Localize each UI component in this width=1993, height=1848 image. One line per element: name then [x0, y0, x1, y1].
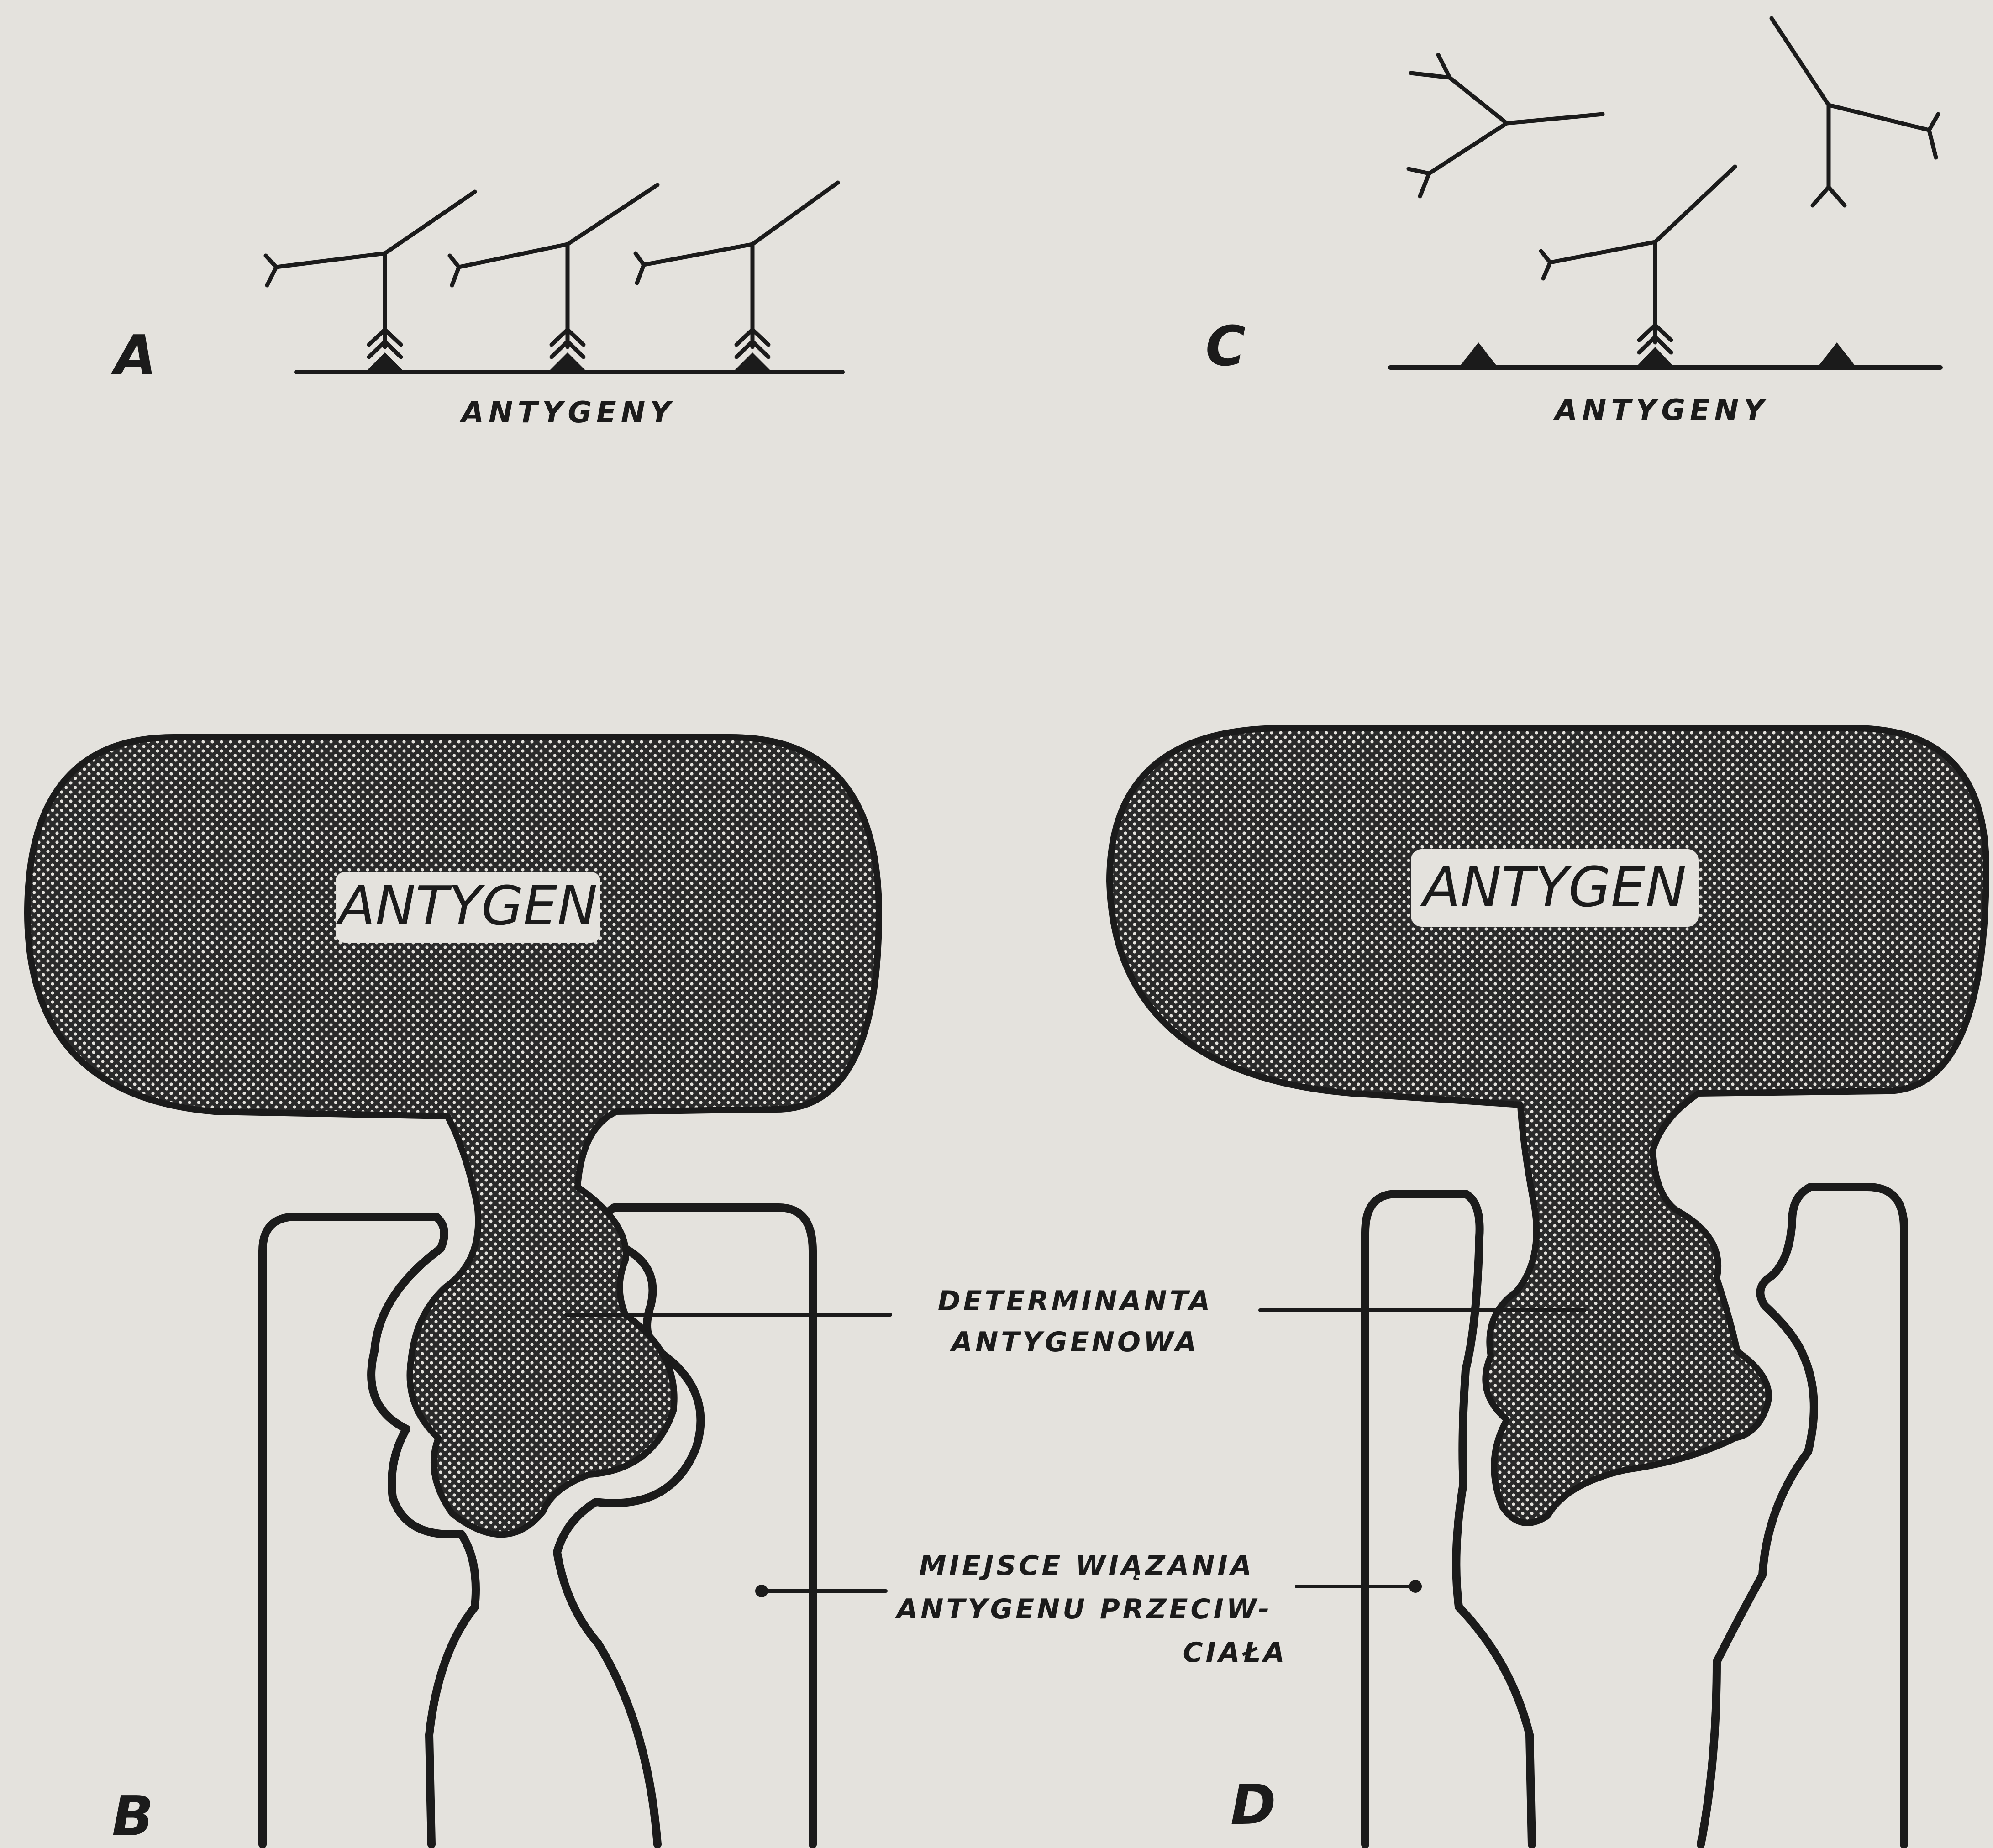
panel-c: C — [1205, 18, 1940, 427]
binding-site-label-line-2: ANTYGENU PRZECIW- — [895, 1593, 1273, 1625]
panel-d-antigen-shape — [1110, 728, 1986, 1523]
binding-site-right-wall — [1701, 1187, 1904, 1844]
panel-b-antigen-label: ANTYGEN — [335, 874, 597, 937]
panel-d-letter: D — [1231, 1774, 1276, 1837]
binding-site-callout: MIEJSCE WIĄZANIA ANTYGENU PRZECIW- CIAŁA — [755, 1550, 1422, 1669]
panel-a-letter: A — [110, 324, 157, 388]
binding-site-pointer-left-head — [755, 1585, 768, 1597]
panel-c-letter: C — [1205, 315, 1246, 378]
determinant-label-line-2: ANTYGENOWA — [950, 1326, 1199, 1358]
antibody-y-shape — [636, 183, 838, 357]
panel-b: ANTYGEN B — [27, 737, 879, 1848]
panel-a: A — [110, 183, 842, 430]
panel-a-antibodies — [266, 183, 838, 357]
panel-d: ANTYGEN D — [1110, 728, 1986, 1844]
binding-site-pointer-right-head — [1409, 1580, 1422, 1593]
free-antibody — [1772, 18, 1938, 205]
antibody-y-shape — [450, 185, 657, 357]
binding-site-label-line-1: MIEJSCE WIĄZANIA — [919, 1550, 1254, 1582]
binding-site-left-wall — [1365, 1194, 1532, 1844]
panel-a-surface-label: ANTYGENY — [459, 396, 675, 430]
free-antibody — [1409, 55, 1603, 196]
panel-c-antibodies — [1409, 18, 1938, 352]
determinant-label-line-1: DETERMINANTA — [938, 1285, 1213, 1317]
panel-b-antigen-shape — [27, 737, 879, 1534]
binding-site-label-line-3: CIAŁA — [1183, 1637, 1288, 1669]
antigen-bump — [1459, 342, 1498, 368]
antigen-bump — [1817, 342, 1856, 368]
antibody-y-shape — [266, 192, 475, 357]
panel-b-letter: B — [112, 1785, 153, 1848]
determinant-callout: DETERMINANTA ANTYGENOWA — [566, 1285, 1584, 1358]
panel-a-antigen-bumps — [365, 352, 772, 372]
bound-antibody — [1541, 167, 1735, 352]
panel-d-antigen-label: ANTYGEN — [1420, 856, 1686, 919]
panel-c-antigen-bumps — [1459, 342, 1856, 368]
panel-c-surface-label: ANTYGENY — [1552, 394, 1769, 427]
